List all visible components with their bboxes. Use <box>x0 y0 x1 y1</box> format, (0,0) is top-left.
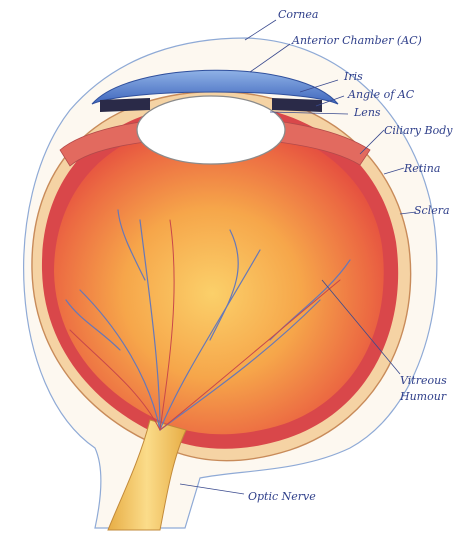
label-lens: Lens <box>353 106 381 119</box>
label-retina: Retina <box>403 162 440 175</box>
label-cornea: Cornea <box>278 8 318 21</box>
label-sclera: Sclera <box>414 204 450 217</box>
label-optic-nerve: Optic Nerve <box>248 490 316 503</box>
iris-right <box>272 98 322 112</box>
label-iris: Iris <box>343 70 363 83</box>
label-anterior-chamber: Anterior Chamber (AC) <box>291 34 422 47</box>
label-ciliary-body: Ciliary Body <box>384 124 453 137</box>
label-vitreous: Vitreous <box>400 374 447 387</box>
label-humour: Humour <box>399 390 447 403</box>
lens <box>137 96 285 164</box>
label-angle-of-ac: Angle of AC <box>347 88 415 101</box>
iris-left <box>100 98 150 112</box>
